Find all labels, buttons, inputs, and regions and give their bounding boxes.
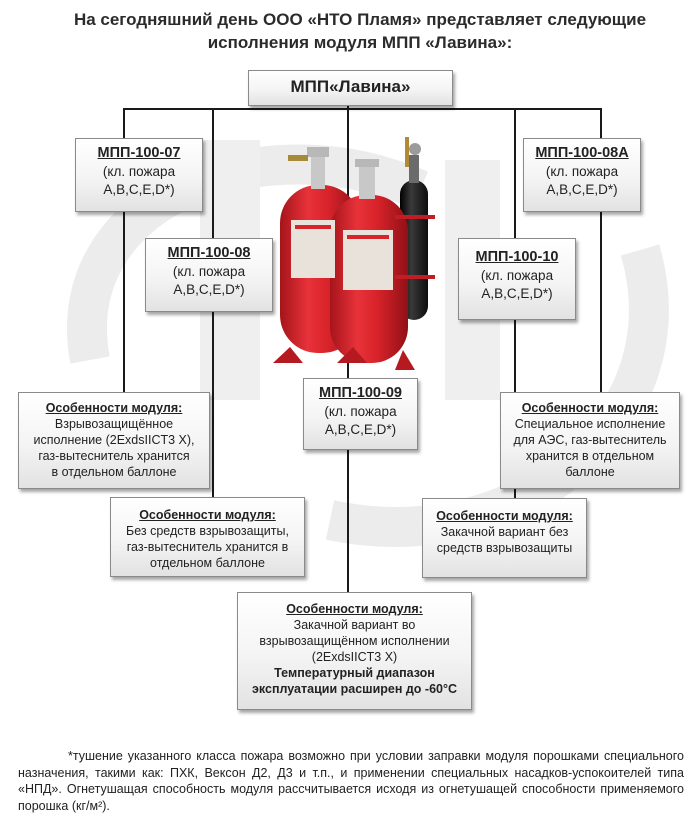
page-title-line-2: исполнения модуля МПП «Лавина»: <box>207 33 513 52</box>
model-box-100-07: МПП-100-07 (кл. пожара А,В,С,Е,D*) <box>75 138 203 212</box>
connector-08A-up <box>600 108 602 138</box>
model-class-line-1: (кл. пожара <box>545 164 619 179</box>
features-line: Закачной вариант без <box>440 525 569 539</box>
model-name: МПП-100-07 <box>97 145 181 161</box>
features-title: Особенности модуля: <box>139 508 276 522</box>
features-line: Взрывозащищённое <box>54 417 174 431</box>
model-box-100-08: МПП-100-08 (кл. пожара А,В,С,Е,D*) <box>145 238 273 312</box>
model-class-line-2: А,В,С,Е,D*) <box>324 422 397 437</box>
connector-08A-down <box>600 212 602 392</box>
features-line: средств взрывозащиты <box>436 541 573 555</box>
features-line-bold: эксплуатации расширен до -60°С <box>252 682 457 696</box>
model-box-100-09: МПП-100-09 (кл. пожара А,В,С,Е,D*) <box>303 378 418 450</box>
model-class-line-1: (кл. пожара <box>102 164 176 179</box>
features-line: в отдельном баллоне <box>51 465 177 479</box>
features-line: отдельном баллоне <box>150 556 265 570</box>
features-box-100-08A: Особенности модуля: Специальное исполнен… <box>500 392 680 489</box>
root-box-lavina: МПП«Лавина» <box>248 70 453 106</box>
features-line: Закачной вариант во <box>293 618 416 632</box>
features-title: Особенности модуля: <box>521 401 659 415</box>
model-class-line-2: А,В,С,Е,D*) <box>546 182 618 197</box>
features-box-100-07: Особенности модуля: Взрывозащищённое исп… <box>18 392 210 489</box>
features-line: Специальное исполнение <box>514 417 666 431</box>
features-line: газ-вытеснитель хранится <box>38 449 190 463</box>
features-line: (2ExdsIICT3 X) <box>311 650 398 664</box>
features-line: баллоне <box>565 465 615 479</box>
connector-08-up <box>212 108 214 238</box>
connector-09-down <box>347 450 349 592</box>
features-line-bold: Температурный диапазон <box>274 666 435 680</box>
features-line: газ-вытеснитель хранится в <box>126 540 289 554</box>
features-box-100-09: Особенности модуля: Закачной вариант во … <box>237 592 472 710</box>
model-class-line-1: (кл. пожара <box>324 404 397 419</box>
root-label: МПП«Лавина» <box>290 77 411 96</box>
features-line: хранится в отдельном <box>525 449 655 463</box>
page-title: На сегодняшний день ООО «НТО Пламя» пред… <box>60 8 660 54</box>
model-name: МПП-100-08 <box>167 245 251 261</box>
features-line: для АЭС, газ-вытеснитель <box>513 433 667 447</box>
model-name: МПП-100-10 <box>475 249 559 265</box>
connector-07-up <box>123 108 125 140</box>
connector-08-down <box>212 312 214 497</box>
features-title: Особенности модуля: <box>45 401 183 415</box>
fire-extinguisher-module-image <box>273 137 435 370</box>
connector-10-up <box>514 108 516 238</box>
model-name: МПП-100-08А <box>535 145 629 161</box>
model-class-line-1: (кл. пожара <box>480 268 554 283</box>
page-title-line-1: На сегодняшний день ООО «НТО Пламя» пред… <box>73 10 647 29</box>
model-name: МПП-100-09 <box>319 385 402 401</box>
features-line: Без средств взрывозащиты, <box>126 524 289 538</box>
features-title: Особенности модуля: <box>436 509 573 523</box>
footnote: *тушение указанного класса пожара возмож… <box>18 749 684 813</box>
model-class-line-2: А,В,С,Е,D*) <box>173 282 245 297</box>
features-line: взрывозащищённом исполнении <box>259 634 450 648</box>
features-box-100-08: Особенности модуля: Без средств взрывоза… <box>110 497 305 577</box>
features-box-100-10: Особенности модуля: Закачной вариант без… <box>422 498 587 578</box>
features-title: Особенности модуля: <box>286 602 423 616</box>
connector-07-down <box>123 212 125 392</box>
features-line: исполнение (2ExdsIICT3 X), <box>33 433 195 447</box>
model-class-line-1: (кл. пожара <box>172 264 246 279</box>
model-box-100-08A: МПП-100-08А (кл. пожара А,В,С,Е,D*) <box>523 138 641 212</box>
connector-h-top <box>123 108 602 110</box>
model-class-line-2: А,В,С,Е,D*) <box>481 286 553 301</box>
model-box-100-10: МПП-100-10 (кл. пожара А,В,С,Е,D*) <box>458 238 576 320</box>
model-class-line-2: А,В,С,Е,D*) <box>103 182 175 197</box>
